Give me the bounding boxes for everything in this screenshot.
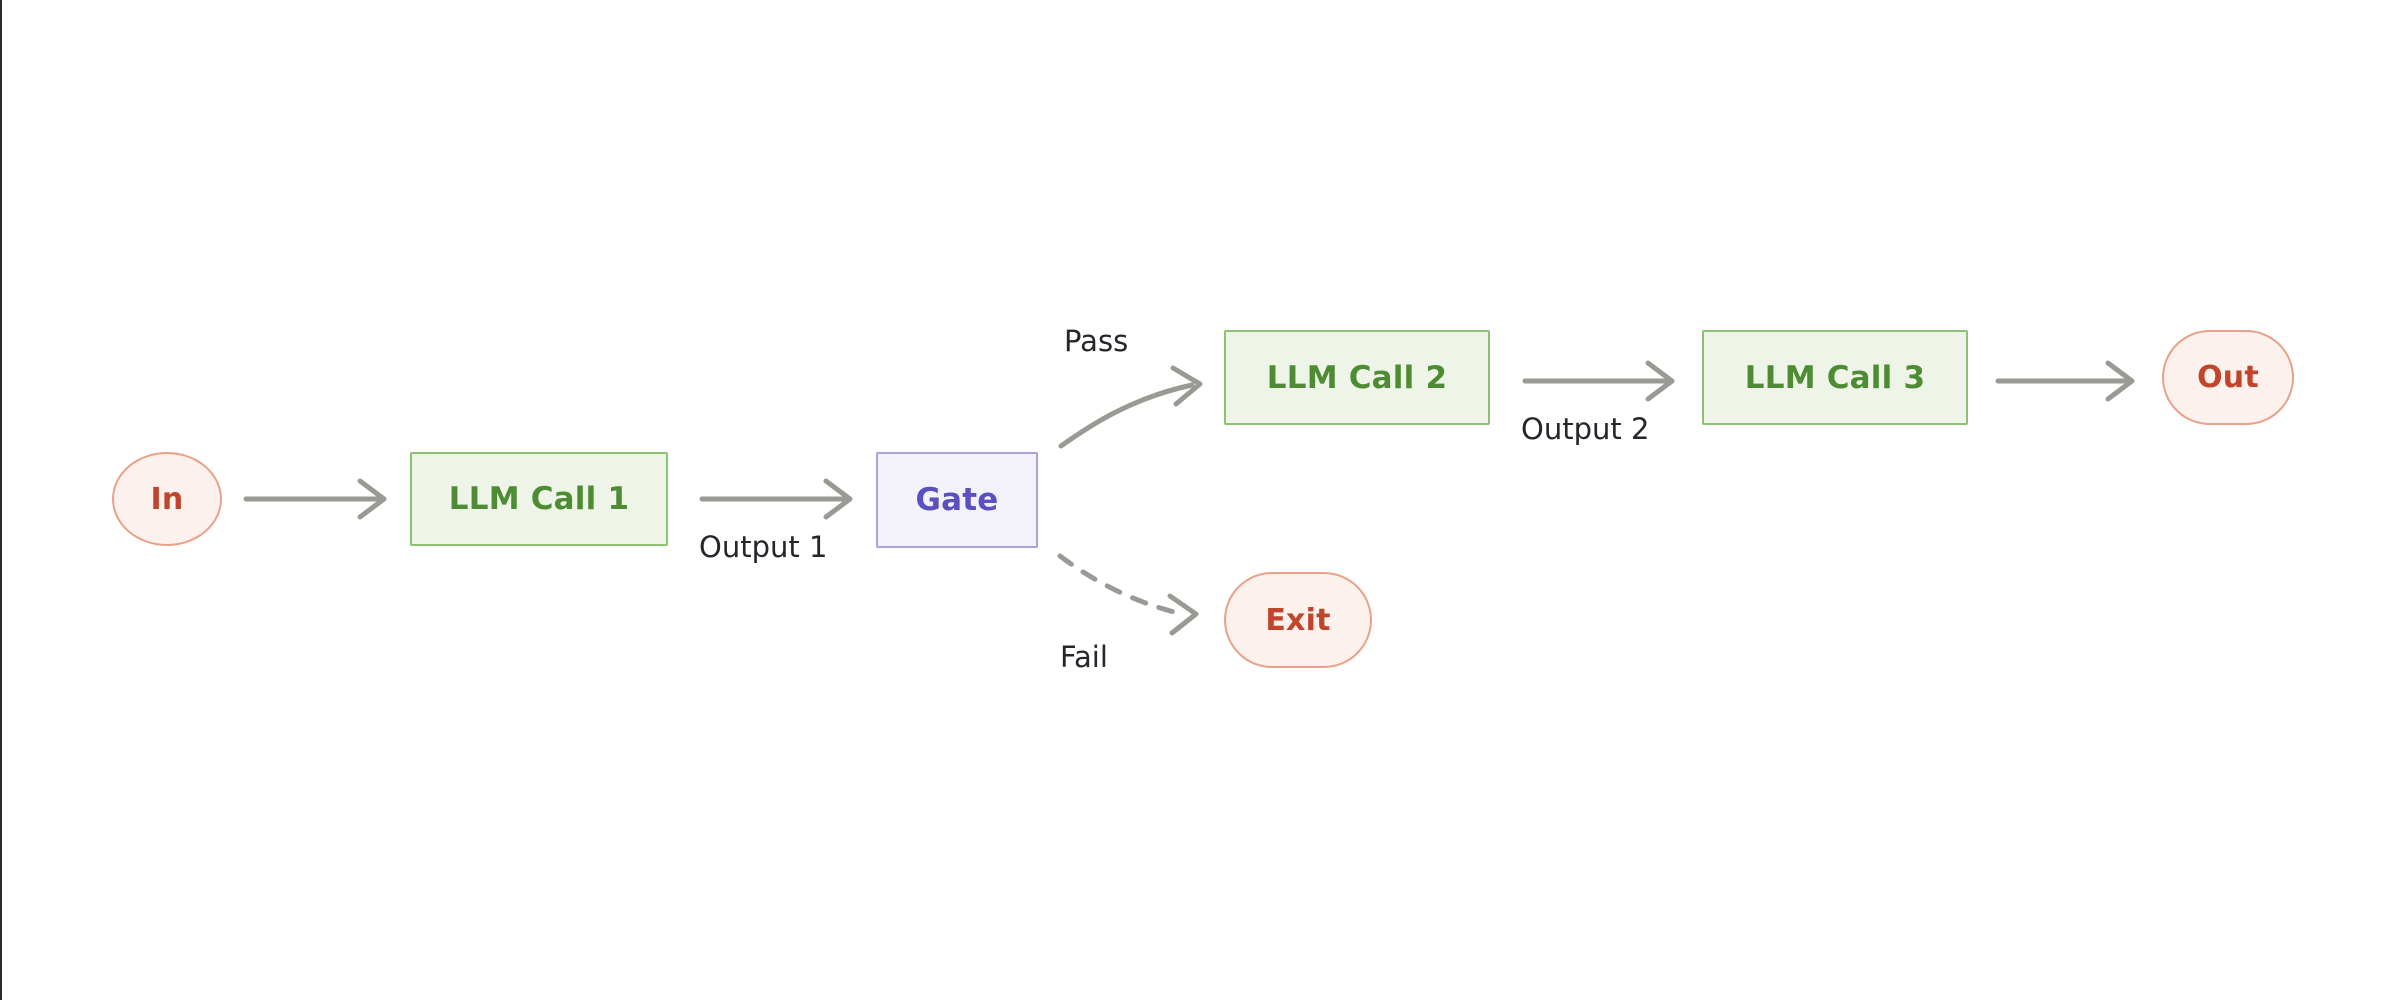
node-llm-call-1[interactable]: LLM Call 1 bbox=[410, 452, 668, 546]
edge-label-output-2: Output 2 bbox=[1521, 412, 1650, 446]
edge-gate-to-exit bbox=[1057, 553, 1199, 636]
node-llm-call-3[interactable]: LLM Call 3 bbox=[1702, 330, 1968, 425]
edge-label-fail: Fail bbox=[1060, 640, 1108, 674]
edge-in-to-llm1 bbox=[243, 478, 387, 520]
edge-label-pass: Pass bbox=[1064, 324, 1129, 358]
edge-label-output-1: Output 1 bbox=[699, 530, 828, 564]
node-exit[interactable]: Exit bbox=[1224, 572, 1372, 668]
node-llm-call-1-label: LLM Call 1 bbox=[448, 481, 630, 517]
edge-llm3-to-out bbox=[1995, 360, 2135, 402]
node-gate-label: Gate bbox=[915, 482, 999, 518]
node-gate[interactable]: Gate bbox=[876, 452, 1038, 548]
edge-llm1-to-gate bbox=[699, 478, 853, 520]
node-out-label: Out bbox=[2197, 360, 2259, 395]
node-llm-call-2[interactable]: LLM Call 2 bbox=[1224, 330, 1490, 425]
node-llm-call-3-label: LLM Call 3 bbox=[1744, 359, 1926, 396]
node-in-label: In bbox=[150, 481, 184, 517]
node-in[interactable]: In bbox=[112, 452, 222, 546]
node-llm-call-2-label: LLM Call 2 bbox=[1266, 359, 1448, 396]
edge-llm2-to-llm3 bbox=[1522, 360, 1675, 402]
node-out[interactable]: Out bbox=[2162, 330, 2294, 425]
edge-gate-to-llm2 bbox=[1058, 365, 1203, 449]
node-exit-label: Exit bbox=[1265, 602, 1331, 638]
